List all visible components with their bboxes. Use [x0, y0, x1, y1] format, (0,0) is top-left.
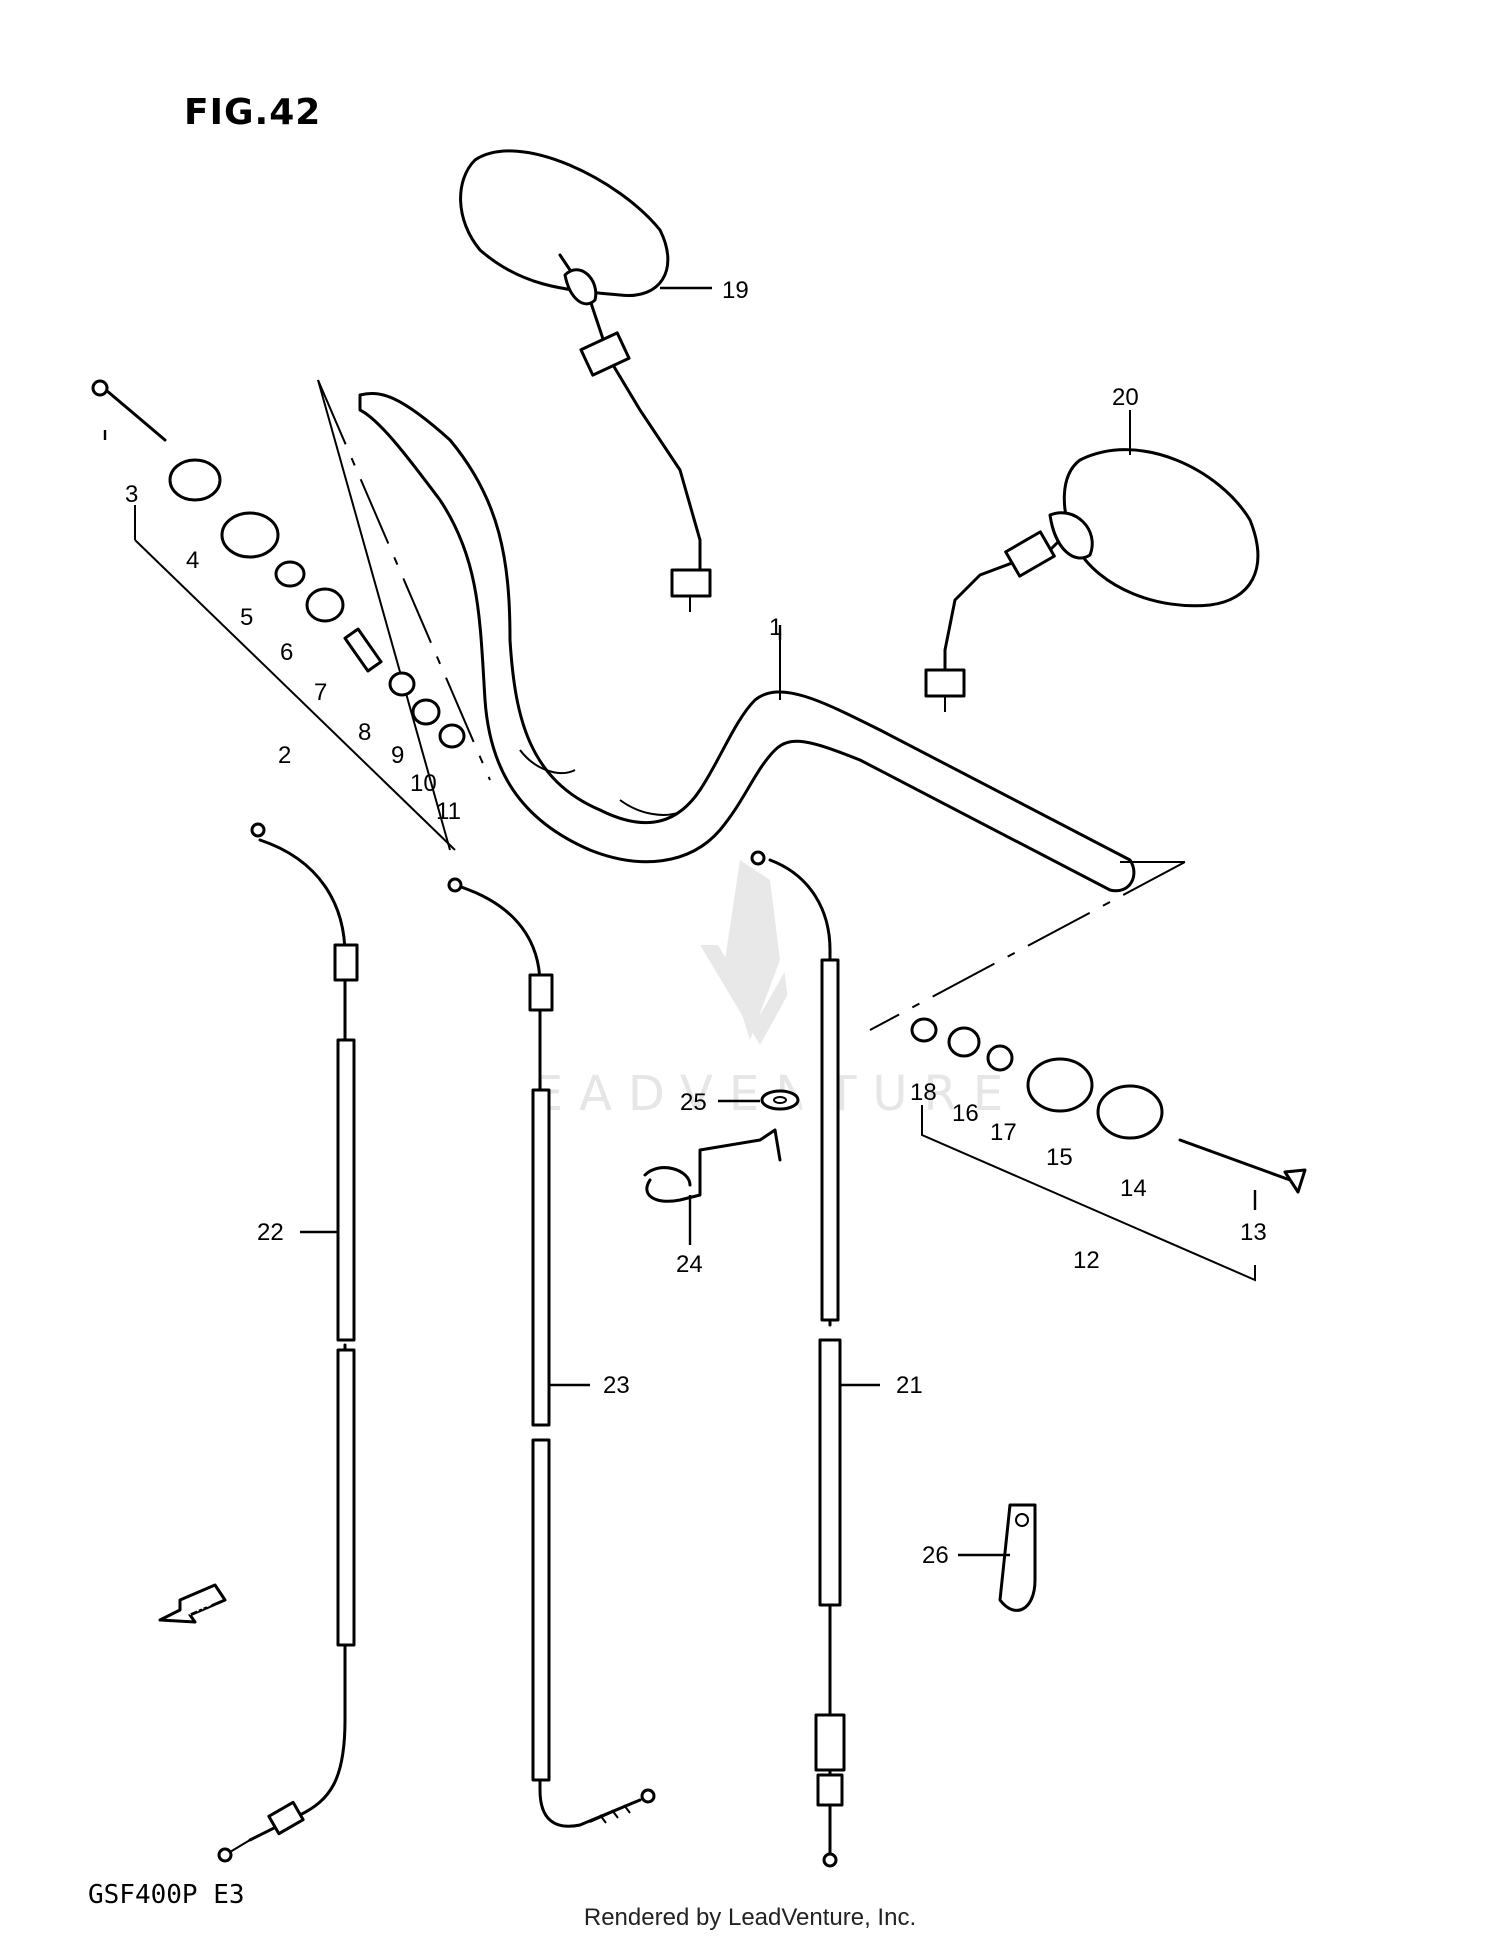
mirror-right-20 — [924, 410, 1260, 712]
cable-22 — [217, 822, 359, 1863]
bar-end-kit-left — [91, 379, 466, 851]
watermark-text: LEADVENTURE — [490, 1066, 1019, 1122]
bar-end-kit-right — [910, 1017, 1307, 1282]
callout-10: 10 — [410, 770, 437, 797]
callout-7: 7 — [314, 679, 327, 706]
callout-13: 13 — [1240, 1219, 1267, 1246]
mirror-left-19 — [459, 149, 712, 612]
callout-11: 11 — [436, 798, 461, 825]
handlebar-1 — [317, 379, 1186, 1031]
footer-credit: Rendered by LeadVenture, Inc. — [583, 1904, 917, 1931]
callout-14: 14 — [1120, 1175, 1147, 1202]
watermark-logo: LEADVENTURE — [490, 860, 1019, 1122]
callout-4: 4 — [186, 547, 199, 574]
callout-3: 3 — [125, 481, 138, 508]
clamp-26 — [998, 1503, 1037, 1612]
callout-26: 26 — [922, 1542, 949, 1569]
callout-15: 15 — [1046, 1144, 1073, 1171]
callout-17: 17 — [990, 1119, 1017, 1146]
model-code: GSF400P E3 — [88, 1880, 245, 1910]
callout-8: 8 — [358, 719, 371, 746]
leader-lines — [103, 286, 1257, 1557]
callout-19: 19 — [722, 277, 749, 304]
bracket-24 — [643, 1128, 782, 1203]
washer-25 — [760, 1089, 800, 1111]
callout-18: 18 — [910, 1079, 937, 1106]
callout-23: 23 — [603, 1372, 630, 1399]
callout-1: 1 — [769, 614, 782, 641]
cable-21 — [750, 850, 846, 1868]
callout-16: 16 — [952, 1100, 979, 1127]
callout-25: 25 — [680, 1089, 707, 1116]
callout-2: 2 — [278, 742, 291, 769]
callout-5: 5 — [240, 604, 253, 631]
callout-20: 20 — [1112, 384, 1139, 411]
callout-24: 24 — [676, 1251, 703, 1278]
fwd-arrow-icon: FWD — [158, 1583, 227, 1624]
callout-9: 9 — [391, 742, 404, 769]
callout-12: 12 — [1073, 1247, 1100, 1274]
callout-6: 6 — [280, 639, 293, 666]
callout-22: 22 — [257, 1219, 284, 1246]
cable-23 — [447, 877, 656, 1828]
callout-21: 21 — [896, 1372, 923, 1399]
figure-title: FIG.42 — [184, 92, 322, 133]
